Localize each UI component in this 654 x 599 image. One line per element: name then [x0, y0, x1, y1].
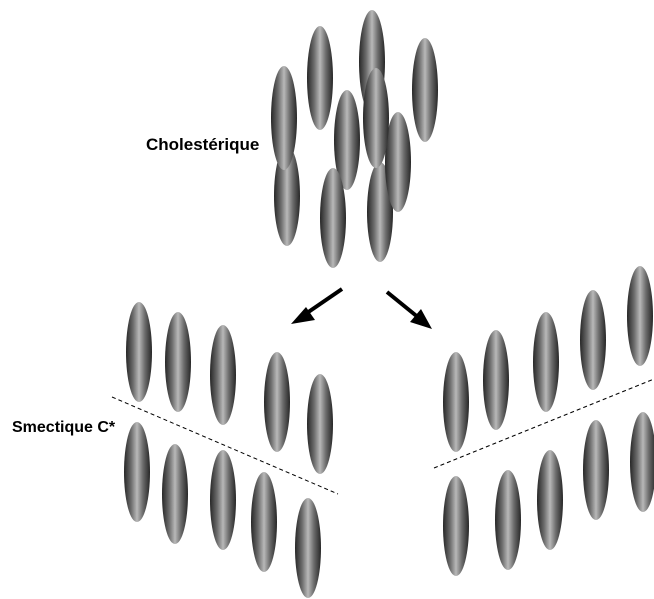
molecule-rod: [162, 444, 188, 544]
cholesteric-label: Cholestérique: [146, 135, 259, 154]
molecule-rod: [627, 266, 653, 366]
molecule-rod: [320, 168, 346, 268]
molecule-rod: [264, 352, 290, 452]
molecule-rod: [251, 472, 277, 572]
smectic-right-molecules: [443, 266, 654, 576]
molecule-rod: [124, 422, 150, 522]
molecule-rod: [533, 312, 559, 412]
arrow-down-left-icon: [291, 289, 342, 324]
molecule-rod: [537, 450, 563, 550]
smectic-label: Smectique C*: [12, 419, 116, 436]
molecule-rod: [580, 290, 606, 390]
molecule-rod: [483, 330, 509, 430]
molecule-rod: [126, 302, 152, 402]
molecule-rod: [443, 476, 469, 576]
molecule-rod: [630, 412, 654, 512]
molecule-rod: [363, 68, 389, 168]
molecule-rod: [210, 325, 236, 425]
molecule-rod: [295, 498, 321, 598]
molecule-rod: [307, 374, 333, 474]
molecule-rod: [210, 450, 236, 550]
molecule-rod: [271, 66, 297, 170]
molecule-rod: [443, 352, 469, 452]
molecule-rod: [583, 420, 609, 520]
molecule-rod: [412, 38, 438, 142]
molecule-rod: [385, 112, 411, 212]
cholesteric-molecules: [271, 10, 438, 268]
molecule-rod: [307, 26, 333, 130]
molecule-rod: [165, 312, 191, 412]
arrow-down-right-icon: [387, 292, 432, 329]
molecule-rod: [495, 470, 521, 570]
smectic-left-molecules: [124, 302, 333, 598]
